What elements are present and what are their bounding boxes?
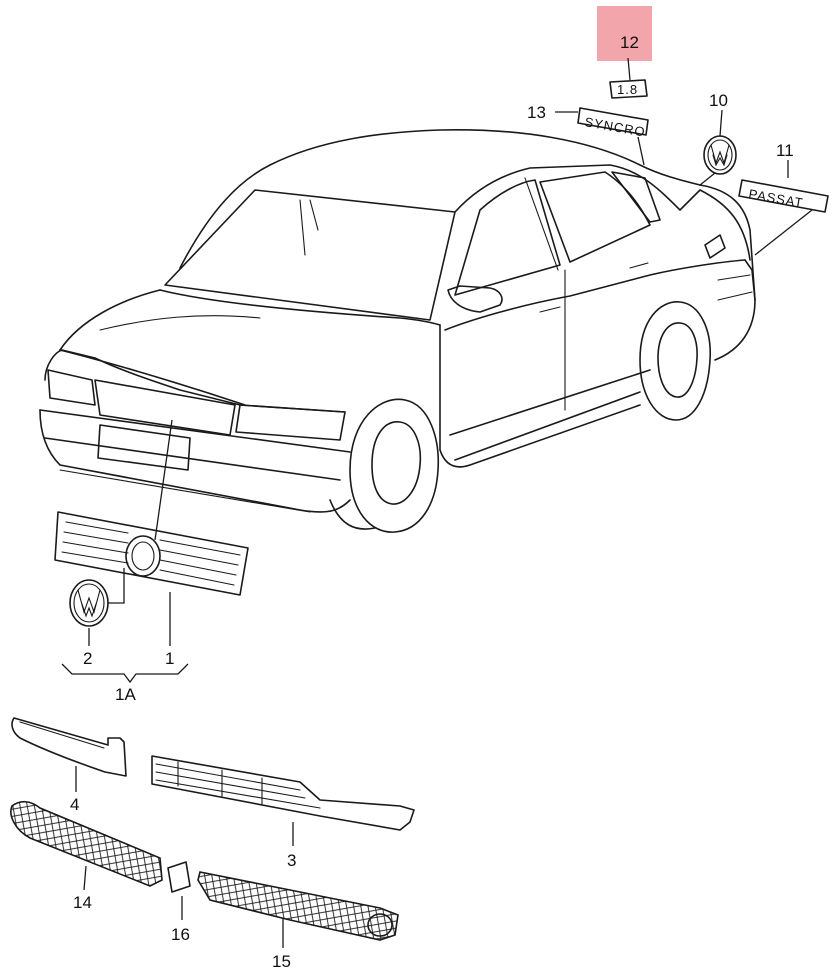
callout-12: 12 — [620, 33, 639, 52]
car-body — [39, 128, 756, 533]
part-16-tab — [167, 861, 191, 893]
callout-16: 16 — [171, 925, 190, 944]
highlight-callout-12 — [597, 6, 652, 61]
part-14-mesh — [10, 800, 163, 887]
callout-1A: 1A — [115, 685, 136, 704]
badge-syncro: SYNCRO — [577, 107, 649, 140]
callout-3: 3 — [287, 851, 296, 870]
badge-1-8: 1.8 — [609, 79, 648, 99]
callout-13: 13 — [527, 103, 546, 122]
callout-11: 11 — [776, 141, 794, 160]
callout-1: 1 — [165, 649, 174, 668]
badge-1-8-text: 1.8 — [617, 82, 638, 97]
grille-upper — [54, 511, 249, 596]
badge-passat: PASSAT — [738, 179, 829, 213]
callout-2: 2 — [83, 649, 92, 668]
part-15-mesh — [197, 871, 399, 941]
leader-lines — [61, 57, 813, 948]
callout-14: 14 — [73, 893, 92, 912]
vw-emblem-front-icon — [69, 579, 109, 627]
callout-10: 10 — [709, 91, 728, 110]
vw-emblem-rear-icon — [703, 135, 737, 175]
callout-15: 15 — [272, 952, 291, 971]
part-4-trim — [11, 717, 127, 777]
part-15-fog-opening — [367, 913, 393, 937]
part-3-grille — [151, 755, 415, 831]
callout-4: 4 — [70, 795, 79, 814]
